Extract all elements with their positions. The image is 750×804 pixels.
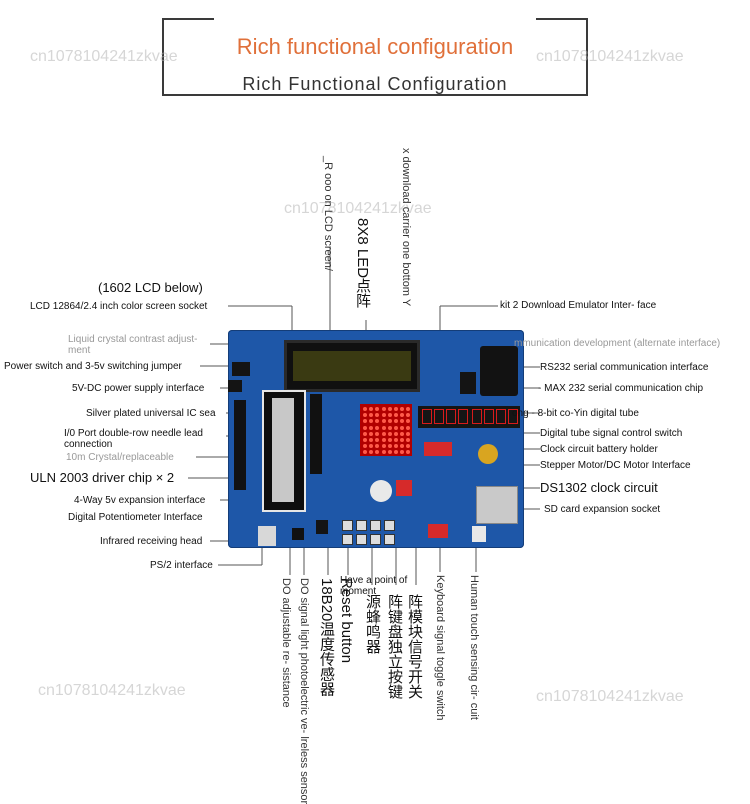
label-moment: Have a point of moment — [340, 575, 408, 597]
ds18b20-sensor — [316, 520, 328, 534]
label-download-carrier: x download carrier one bottom Y — [400, 148, 412, 307]
label-power-switch: Power switch and 3-5v switching jumper — [4, 361, 182, 372]
label-lcd-screen-top: _R ooo on LCD screen/ — [322, 156, 334, 271]
label-lcd-socket: LCD 12864/2.4 inch color screen socket — [30, 301, 208, 312]
label-battery: Clock circuit battery holder — [540, 444, 658, 455]
label-tube-switch: Digital tube signal control switch — [540, 428, 683, 439]
label-led-matrix: 8X8 LED点阵 — [354, 218, 371, 309]
label-ds18b20: 18B20温度传感器 — [318, 578, 335, 697]
label-matrix-switch: 阵模块信号开关 — [406, 594, 423, 699]
label-emulator: kit 2 Download Emulator Inter- face — [500, 300, 657, 311]
page-subtitle: Rich Functional Configuration — [242, 74, 508, 94]
dev-board-photo — [228, 330, 524, 548]
dip-switch-matrix — [396, 480, 412, 496]
label-potentiometer: Digital Potentiometer Interface — [68, 512, 203, 523]
page-title: Rich functional configuration — [236, 34, 514, 59]
label-photoelectric: DO signal light photoelectric ve- lreles… — [298, 578, 310, 804]
watermark: cn1078104241zkvae — [38, 682, 186, 699]
buzzer — [370, 480, 392, 502]
label-crystal: 10m Crystal/replaceable — [66, 452, 174, 463]
battery-holder — [478, 444, 498, 464]
label-1602-lcd: (1602 LCD below) — [98, 280, 203, 295]
watermark: cn1078104241zkvae — [536, 48, 684, 65]
rs232-connector — [480, 346, 518, 396]
label-max232: - MAX 232 serial communication chip — [538, 383, 704, 394]
sd-card-socket — [476, 486, 518, 524]
dc-jack — [228, 380, 242, 392]
label-expansion: 4-Way 5v expansion interface — [74, 495, 206, 506]
uln2003-chip — [310, 394, 322, 474]
seven-segment-display — [418, 406, 520, 428]
label-infrared: Infrared receiving head — [100, 536, 203, 547]
label-ds1302: DS1302 clock circuit — [540, 480, 658, 495]
led-matrix-8x8 — [360, 404, 412, 456]
label-lcd-contrast: Liquid crystal contrast adjust- ment — [68, 334, 198, 356]
zif-ic-socket — [262, 390, 306, 512]
label-sd-card: SD card expansion socket — [544, 504, 661, 515]
label-motor: Stepper Motor/DC Motor Interface — [540, 460, 691, 471]
watermark: cn1078104241zkvae — [536, 688, 684, 705]
infrared-receiver — [292, 528, 304, 540]
label-ps2: PS/2 interface — [150, 560, 213, 571]
label-digital-tube: ong - 8-bit co-Yin digital tube — [512, 408, 639, 419]
dip-switch-keyboard — [428, 524, 448, 538]
label-uln2003: ULN 2003 driver chip × 2 — [30, 470, 175, 485]
label-comm-dev: mmunication development (alternate inter… — [514, 338, 721, 349]
io-pin-header — [234, 400, 246, 490]
watermark: cn1078104241zkvae — [30, 48, 178, 65]
title-frame: Rich functional configuration Rich Funct… — [162, 18, 588, 96]
max232-chip — [460, 372, 476, 394]
label-dc-jack: 5V-DC power supply interface — [72, 383, 205, 394]
ps2-port — [258, 526, 276, 546]
dip-switch-segments — [424, 442, 452, 456]
label-keyboard-toggle: Keyboard signal toggle switch — [434, 575, 446, 721]
power-switch — [232, 362, 250, 376]
label-buzzer: 源蜂鸣器 — [364, 594, 381, 654]
label-adjustable-resistance: DO adjustable re- sistance — [280, 578, 292, 708]
label-rs232: RS232 serial communication interface — [540, 362, 709, 373]
touch-sensor-pad — [472, 526, 486, 542]
label-ic-seat: Silver plated universal IC sea — [86, 408, 216, 419]
label-keyboard-keys: 阵键盘独立按键 — [386, 594, 403, 699]
watermark: cn1078104241zkvae — [284, 200, 432, 217]
label-reset-button: Reset button — [338, 578, 355, 664]
label-io-header: I/0 Port double-row needle lead connecti… — [64, 428, 203, 450]
label-touch-sensor: Human touch sensing cir- cuit — [468, 575, 480, 720]
lcd-1602-module — [284, 340, 420, 392]
